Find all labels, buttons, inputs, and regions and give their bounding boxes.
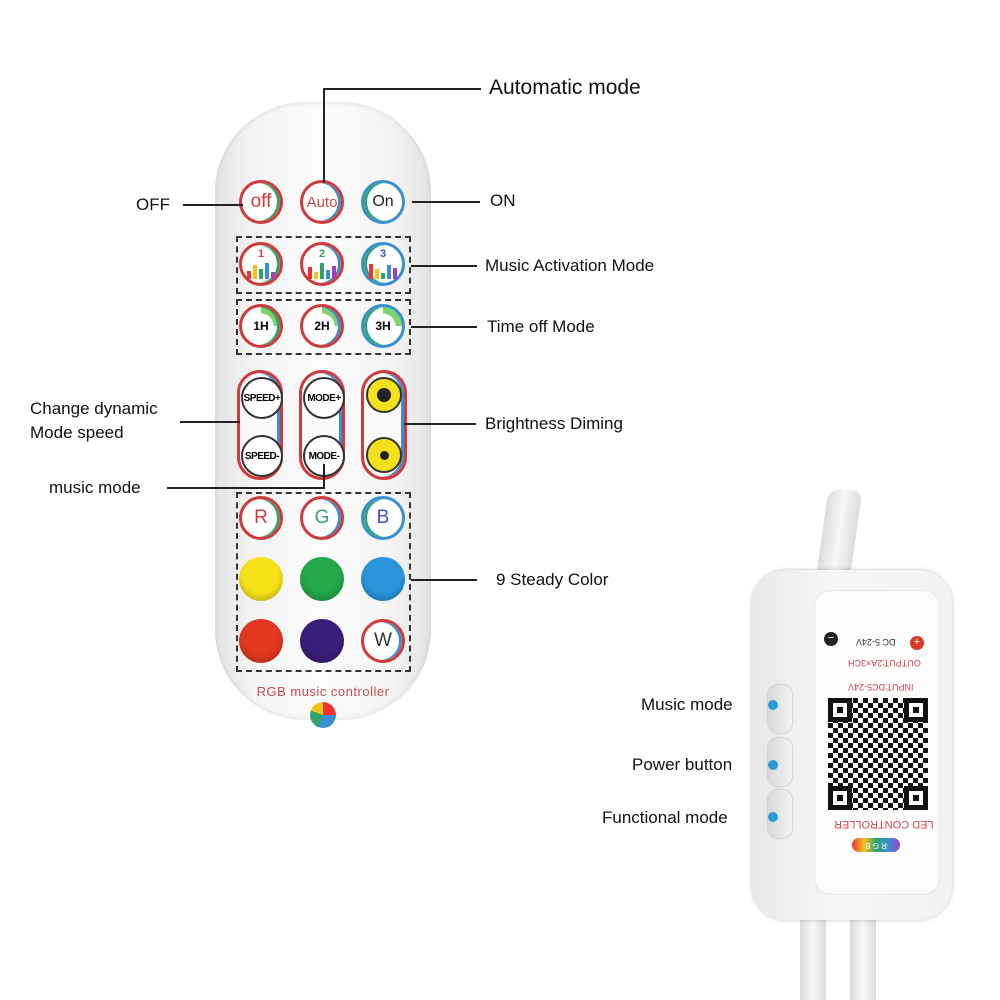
green-color-button[interactable] (300, 557, 344, 601)
rgb-logo: R G B (852, 838, 900, 852)
speed-pill: SPEED+ SPEED- (237, 370, 283, 480)
music-mode-indicator (768, 700, 778, 710)
power-indicator (768, 760, 778, 770)
sun-icon (379, 450, 389, 460)
off-label: OFF (136, 195, 170, 214)
red-color-button[interactable] (239, 619, 283, 663)
remote-brand-text: RGB music controller (256, 684, 390, 699)
qr-finder (904, 786, 928, 810)
music-1-number: 1 (257, 248, 265, 260)
brightness-up-button[interactable] (366, 377, 402, 413)
brightness-leader (404, 423, 476, 425)
steady-color-label: 9 Steady Color (496, 570, 609, 589)
on-button[interactable]: On (361, 180, 405, 224)
auto-leader-horizontal (323, 88, 481, 90)
blue-button-label: B (376, 507, 390, 528)
output-cable-right (850, 915, 876, 1000)
white-button-label: W (374, 630, 392, 651)
time-off-label: Time off Mode (487, 317, 595, 336)
functional-mode-label: Functional mode (602, 808, 728, 827)
brightness-label: Brightness Diming (485, 414, 623, 433)
on-button-label: On (372, 193, 394, 210)
on-label: ON (490, 191, 516, 210)
music-activation-label: Music Activation Mode (485, 256, 655, 275)
mode-plus-label: MODE+ (307, 392, 341, 404)
white-button[interactable]: W (361, 619, 405, 663)
auto-button-label: Auto (306, 193, 338, 211)
power-button-label: Power button (632, 755, 733, 774)
music-1-button[interactable]: 1 (239, 242, 283, 286)
red-button[interactable]: R (239, 496, 283, 540)
green-button[interactable]: G (300, 496, 344, 540)
change-dynamic-label-1: Change dynamic (30, 399, 158, 418)
brightness-down-button[interactable] (366, 437, 402, 473)
timer-1h-button[interactable]: 1H (239, 304, 283, 348)
mode-plus-button[interactable]: MODE+ (303, 377, 345, 419)
speed-minus-button[interactable]: SPEED- (241, 435, 283, 477)
led-controller: − + DC 5-24V OUTPUT:2A×3CH INPUT:DC5-24V… (752, 570, 952, 920)
red-button-label: R (254, 507, 268, 528)
voltage-text: DC 5-24V (856, 637, 896, 647)
music-3-number: 3 (379, 248, 387, 260)
timer-2h-label: 2H (314, 319, 330, 333)
brand-logo-icon (310, 702, 336, 728)
output-cable-left (800, 915, 826, 1000)
music-2-number: 2 (318, 248, 326, 260)
remote-control: off Auto On 1 2 3 1H 2H 3H SPEED+ SPEED-… (215, 102, 431, 728)
off-button-label: off (250, 191, 272, 212)
music-mode-right-label: Music mode (641, 695, 733, 714)
led-controller-text: LED CONTROLLER (834, 818, 934, 830)
qr-finder (828, 698, 852, 722)
input-text: INPUT:DC5-24V (848, 682, 914, 692)
timer-group-box (236, 299, 411, 355)
green-button-label: G (314, 507, 330, 528)
output-text: OUTPUT:2A×3CH (848, 658, 921, 668)
auto-button[interactable]: Auto (300, 180, 344, 224)
color-leader (411, 579, 477, 581)
qr-finder (828, 786, 852, 810)
speed-plus-label: SPEED+ (243, 392, 281, 404)
sun-icon (377, 388, 391, 402)
timer-3h-button[interactable]: 3H (361, 304, 405, 348)
timer-1h-label: 1H (253, 319, 269, 333)
speed-minus-label: SPEED- (244, 450, 280, 462)
music-2-button[interactable]: 2 (300, 242, 344, 286)
equalizer-icon (369, 259, 397, 279)
timer-2h-button[interactable]: 2H (300, 304, 344, 348)
rgb-logo-text: R G B (865, 841, 887, 850)
blue-color-button[interactable] (361, 557, 405, 601)
speed-plus-button[interactable]: SPEED+ (241, 377, 283, 419)
timer-3h-label: 3H (375, 319, 391, 333)
on-leader (412, 201, 480, 203)
yellow-color-button[interactable] (239, 557, 283, 601)
music-3-button[interactable]: 3 (361, 242, 405, 286)
auto-leader-vertical (323, 88, 325, 183)
input-cable (815, 490, 863, 580)
plus-terminal-icon: + (910, 636, 924, 650)
qr-code-icon (828, 698, 928, 810)
brightness-pill (361, 370, 407, 480)
qr-finder (904, 698, 928, 722)
music-leader (411, 265, 477, 267)
automatic-mode-label: Automatic mode (489, 76, 641, 99)
equalizer-icon (247, 259, 275, 279)
mode-leader-horizontal (167, 487, 325, 489)
mode-pill: MODE+ MODE- (299, 370, 345, 480)
equalizer-icon (308, 259, 336, 279)
music-mode-left-label: music mode (49, 478, 141, 497)
music-group-box (236, 236, 411, 294)
off-leader (183, 204, 243, 206)
off-button[interactable]: off (239, 180, 283, 224)
timer-leader (411, 326, 477, 328)
mode-minus-label: MODE- (308, 450, 340, 462)
color-group-box (236, 492, 411, 672)
mode-leader-vertical (323, 464, 325, 488)
functional-mode-indicator (768, 812, 778, 822)
change-dynamic-label-2: Mode speed (30, 423, 124, 442)
speed-leader (180, 421, 240, 423)
blue-button[interactable]: B (361, 496, 405, 540)
minus-terminal-icon: − (824, 632, 838, 646)
purple-color-button[interactable] (300, 619, 344, 663)
